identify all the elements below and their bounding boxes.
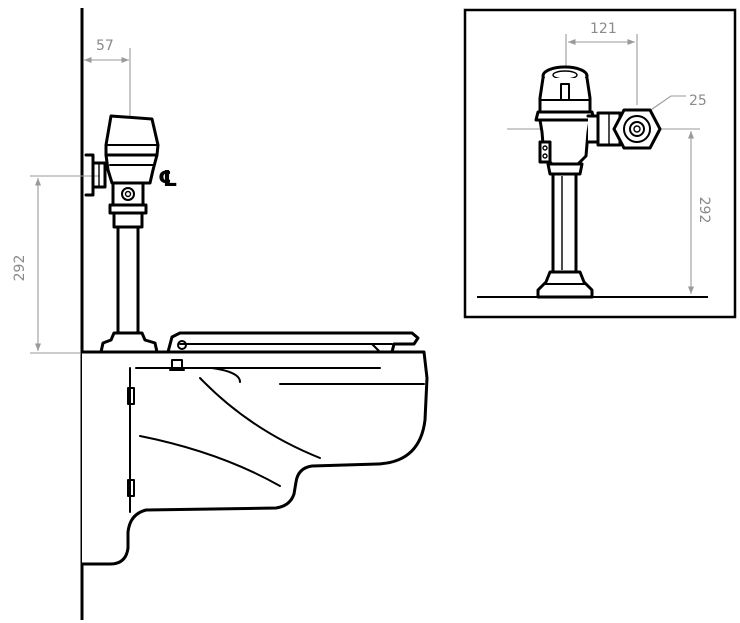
dimension-292-side: 292	[12, 175, 100, 354]
toilet-bowl	[80, 350, 429, 566]
dimension-292-inset: 292	[507, 128, 712, 294]
dimension-57: 57	[84, 38, 131, 125]
flush-valve-side	[99, 114, 160, 354]
control-stop	[84, 153, 107, 197]
dimension-25-label: 25	[689, 93, 707, 109]
dimension-57-label: 57	[96, 38, 114, 54]
dimension-292-side-label: 292	[12, 255, 28, 282]
toilet-seat	[166, 331, 420, 354]
dimension-121-label: 121	[590, 21, 617, 37]
dimension-121: 121	[565, 21, 638, 105]
dimension-25: 25	[644, 93, 707, 115]
inset-frame	[463, 8, 737, 319]
flush-valve-front	[534, 65, 662, 299]
inset-front-view: 121 25 292	[463, 8, 737, 319]
centerline-symbol: ℄	[158, 167, 178, 192]
dimension-292-inset-label: 292	[696, 197, 712, 224]
side-view: 57 292	[12, 8, 429, 620]
